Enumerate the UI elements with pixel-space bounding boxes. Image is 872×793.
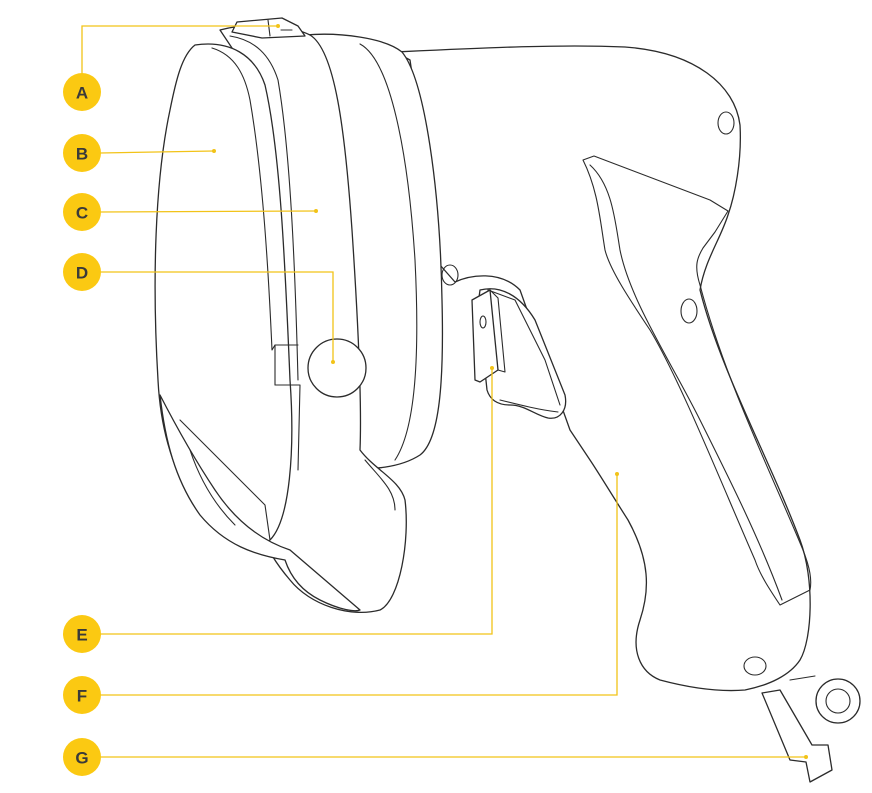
label-C: C	[63, 193, 101, 231]
label-A: A	[63, 73, 101, 111]
label-E: E	[63, 615, 101, 653]
leader-lines	[81, 24, 808, 759]
label-E-text: E	[76, 626, 87, 645]
label-badges: A B C D E F G	[63, 73, 101, 776]
label-B: B	[63, 134, 101, 172]
label-D-text: D	[76, 264, 88, 283]
safety-switch	[471, 289, 499, 383]
label-F: F	[63, 676, 101, 714]
leader-C	[99, 210, 317, 213]
label-B-text: B	[76, 145, 88, 164]
leader-E	[100, 368, 493, 635]
blade-edge	[159, 394, 361, 612]
leader-B	[99, 150, 215, 154]
handle-hole-middle	[680, 298, 698, 324]
label-D: D	[63, 253, 101, 291]
handle-hole-lower	[743, 656, 767, 676]
leader-D	[100, 271, 334, 362]
label-G: G	[63, 738, 101, 776]
grip-panel	[582, 155, 812, 606]
leader-F	[100, 474, 618, 696]
cord-ring	[815, 678, 861, 724]
device-illustration	[154, 17, 861, 783]
label-C-text: C	[76, 204, 88, 223]
side-knob	[441, 264, 459, 286]
label-G-text: G	[75, 749, 88, 768]
leader-A	[81, 25, 278, 74]
handle-body	[394, 45, 811, 692]
handle-hole-upper	[717, 111, 735, 135]
power-cord	[761, 689, 833, 783]
label-A-text: A	[76, 84, 88, 103]
release-button	[307, 338, 367, 398]
label-F-text: F	[77, 687, 87, 706]
